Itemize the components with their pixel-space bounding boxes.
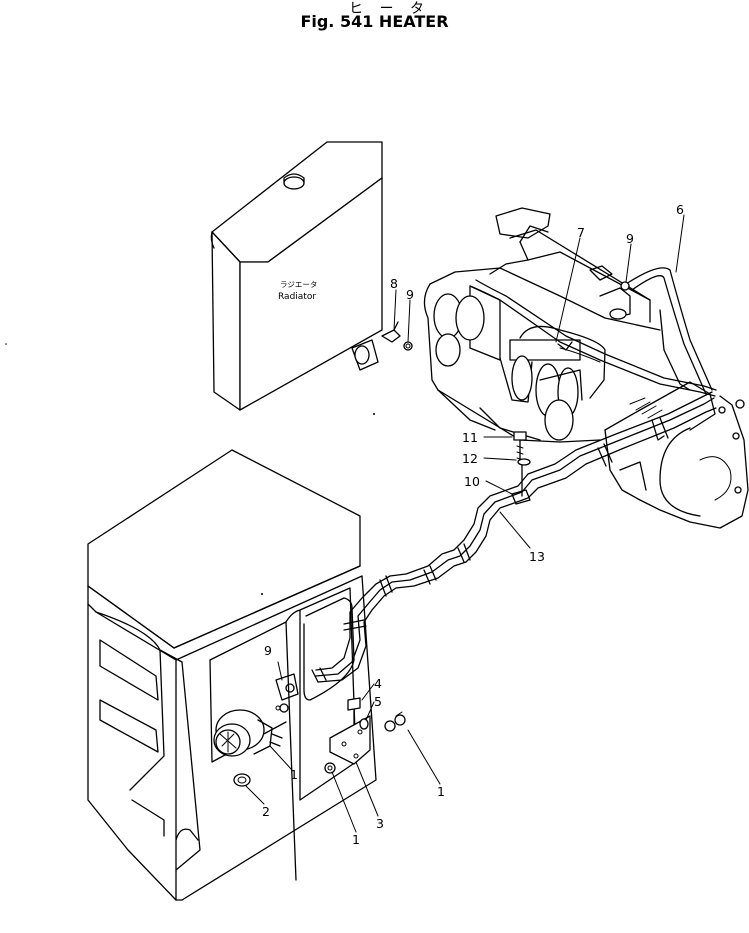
bracket — [329, 715, 371, 765]
callout-2: 2 — [262, 804, 270, 819]
heater-unit — [213, 709, 283, 757]
callout-7: 7 — [577, 225, 585, 240]
washer-bracket — [359, 718, 369, 730]
title-japanese: ヒ ー タ — [349, 1, 430, 17]
radiator-label-japanese: ラジエータ — [280, 280, 317, 289]
bolt-bracket — [347, 697, 361, 725]
callouts: 6 7 9 8 9 11 12 10 13 9 4 5 1 2 3 1 1 — [262, 202, 684, 847]
nut-right — [384, 711, 406, 732]
grommet — [233, 773, 251, 787]
callout-11: 11 — [462, 430, 478, 445]
callout-10: 10 — [464, 474, 480, 489]
callout-4: 4 — [374, 676, 382, 691]
hose-clamp-radiator — [403, 341, 413, 351]
callout-8: 8 — [390, 276, 398, 291]
callout-13: 13 — [529, 549, 545, 564]
heater-tube-bundle — [311, 391, 717, 683]
callout-9-radiator: 9 — [406, 287, 414, 302]
callout-1-heater: 1 — [290, 767, 298, 782]
figure-title: Fig. 541 HEATER — [300, 12, 449, 31]
engine — [423, 207, 749, 529]
scan-specks — [5, 343, 375, 595]
water-pipe-upper — [469, 279, 717, 397]
callout-6: 6 — [676, 202, 684, 217]
leader-lines — [245, 214, 685, 833]
callout-12: 12 — [462, 451, 478, 466]
callout-9-engine: 9 — [626, 231, 634, 246]
callout-9-cab: 9 — [264, 643, 272, 658]
callout-3: 3 — [376, 816, 384, 831]
clip — [511, 489, 531, 505]
elbow-fitting — [381, 321, 401, 343]
heater-hose-long — [620, 267, 713, 395]
radiator: ラジエータ Radiator — [210, 141, 383, 411]
bolt — [513, 431, 527, 463]
callout-5: 5 — [374, 694, 382, 709]
operator-cab — [87, 449, 377, 901]
nut-left — [324, 762, 336, 774]
callout-1-right: 1 — [437, 784, 445, 799]
hose-clamp-cab — [275, 673, 299, 713]
callout-1-left: 1 — [352, 832, 360, 847]
radiator-label: Radiator — [278, 292, 316, 302]
